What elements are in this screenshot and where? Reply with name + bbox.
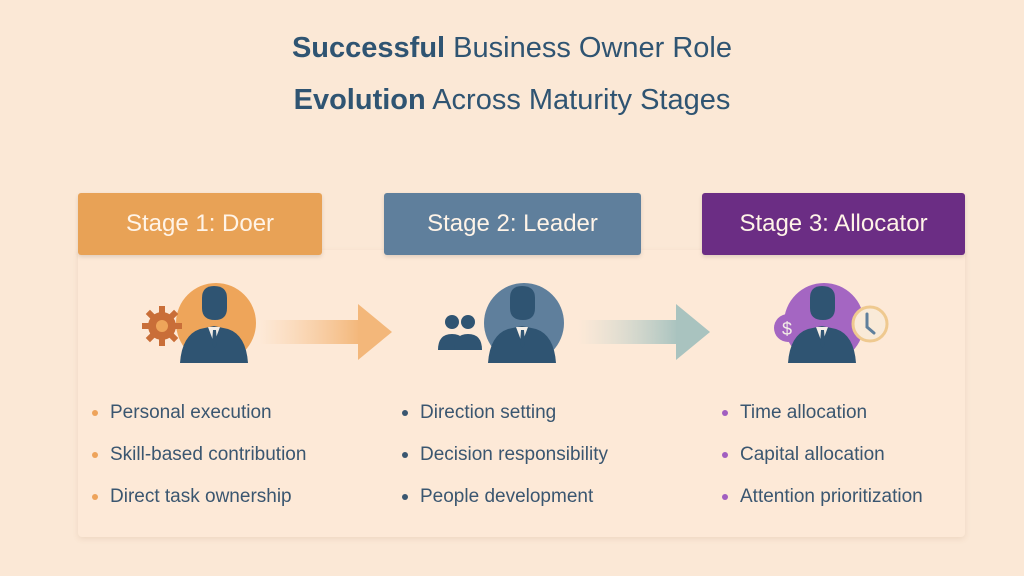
bullet-text: Time allocation — [740, 402, 868, 423]
person-silhouette — [180, 286, 248, 363]
stage-1-header: Stage 1: Doer — [78, 193, 322, 255]
bullet-dot — [722, 452, 728, 458]
stage-2-label: Stage 2: Leader — [427, 210, 598, 237]
bullet-dot — [402, 410, 408, 416]
bullet-text: Decision responsibility — [420, 444, 608, 465]
bullet-dot — [92, 452, 98, 458]
bullet-text: Attention prioritization — [740, 486, 923, 507]
bullet-dot — [92, 410, 98, 416]
bullet-text: People development — [420, 486, 594, 507]
team-icon — [438, 315, 482, 350]
arrow-right-icon — [260, 304, 392, 360]
bullet-dot — [402, 452, 408, 458]
stage-1-label: Stage 1: Doer — [125, 210, 275, 237]
title-bold-word: Evolution — [293, 84, 426, 116]
list-item: Direction setting — [402, 392, 608, 434]
clock-icon — [851, 305, 889, 343]
title-bold-word: Successful — [291, 32, 446, 64]
stage-2-header: Stage 2: Leader — [384, 193, 641, 255]
list-item: Time allocation — [722, 392, 923, 434]
bullet-dot — [722, 494, 728, 500]
bullet-text: Capital allocation — [740, 444, 885, 465]
bullet-dot — [722, 410, 728, 416]
title-rest: Business Owner Role — [445, 32, 733, 64]
stage-3-bullet-list: Time allocation Capital allocation Atten… — [722, 392, 923, 518]
bullet-text: Direct task ownership — [110, 486, 292, 507]
list-item: Decision responsibility — [402, 434, 608, 476]
stage-1-bullet-list: Personal execution Skill-based contribut… — [92, 392, 306, 518]
bullet-dot — [402, 494, 408, 500]
stage-2-bullet-list: Direction setting Decision responsibilit… — [402, 392, 608, 518]
bullet-dot — [92, 494, 98, 500]
person-with-money-and-clock-icon: $ — [774, 283, 889, 363]
title-rest: Across Maturity Stages — [425, 84, 731, 116]
person-silhouette — [788, 286, 856, 363]
list-item: Capital allocation — [722, 434, 923, 476]
person-silhouette — [488, 286, 556, 363]
dollar-icon: $ — [782, 319, 792, 339]
diagram-title-line-1: Successful Business Owner Role — [0, 30, 1024, 66]
list-item: Attention prioritization — [722, 476, 923, 518]
bullet-text: Direction setting — [420, 402, 557, 423]
stage-3-header: Stage 3: Allocator — [702, 193, 965, 255]
list-item: People development — [402, 476, 608, 518]
list-item: Skill-based contribution — [92, 434, 306, 476]
bullet-text: Skill-based contribution — [110, 444, 307, 465]
list-item: Direct task ownership — [92, 476, 306, 518]
list-item: Personal execution — [92, 392, 306, 434]
person-with-gear-icon — [142, 283, 256, 363]
person-with-team-icon — [438, 283, 564, 363]
bullet-text: Personal execution — [110, 402, 272, 423]
arrow-right-icon — [578, 304, 710, 360]
diagram-title-line-2: Evolution Across Maturity Stages — [0, 82, 1024, 118]
stage-3-label: Stage 3: Allocator — [739, 210, 928, 237]
